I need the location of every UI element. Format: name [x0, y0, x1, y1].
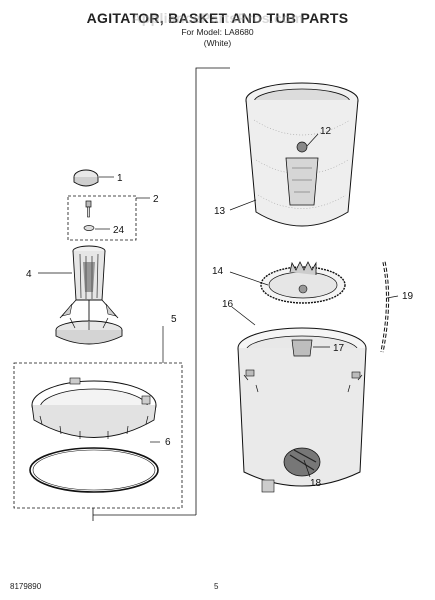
callout-2: 2 — [153, 194, 159, 205]
callout-13: 13 — [214, 206, 226, 217]
callout-6: 6 — [165, 437, 171, 448]
agitator-bolt-part — [85, 200, 92, 218]
callout-14: 14 — [212, 266, 224, 277]
drain-hose-part — [380, 261, 390, 353]
tub-ring-part — [31, 377, 157, 439]
callout-16: 16 — [222, 299, 234, 310]
drive-hub-part — [260, 261, 346, 304]
callout-12: 12 — [320, 126, 332, 137]
washer-part — [83, 225, 95, 231]
outer-tub-part — [237, 327, 367, 493]
agitator-part — [55, 245, 123, 345]
callout-19: 19 — [402, 291, 414, 302]
agitator-cap-part — [73, 169, 99, 187]
callout-4: 4 — [26, 269, 32, 280]
callout-1: 1 — [117, 173, 123, 184]
model-line: For Model: LA8680 — [181, 27, 254, 37]
seal-ring-group-box — [13, 362, 183, 509]
wash-basket-part — [245, 82, 359, 227]
page-title: AGITATOR, BASKET AND TUB PARTS — [86, 10, 349, 26]
page-number: 5 — [214, 582, 219, 591]
gasket-part — [29, 447, 159, 493]
callout-17: 17 — [333, 343, 345, 354]
variant-line: (White) — [203, 38, 232, 48]
watermark-text: AppliancePartsPros.com — [131, 10, 304, 26]
assembly-connector-line — [195, 67, 230, 148]
callout-24: 24 — [113, 225, 125, 236]
callout-leader-lines — [38, 133, 399, 478]
model-subtitle: For Model: LA8680 (White) — [0, 27, 435, 49]
callout-5: 5 — [171, 314, 177, 325]
bolt-washer-group-box — [67, 195, 137, 241]
part-number: 8179890 — [10, 582, 42, 591]
callout-18: 18 — [310, 478, 322, 489]
